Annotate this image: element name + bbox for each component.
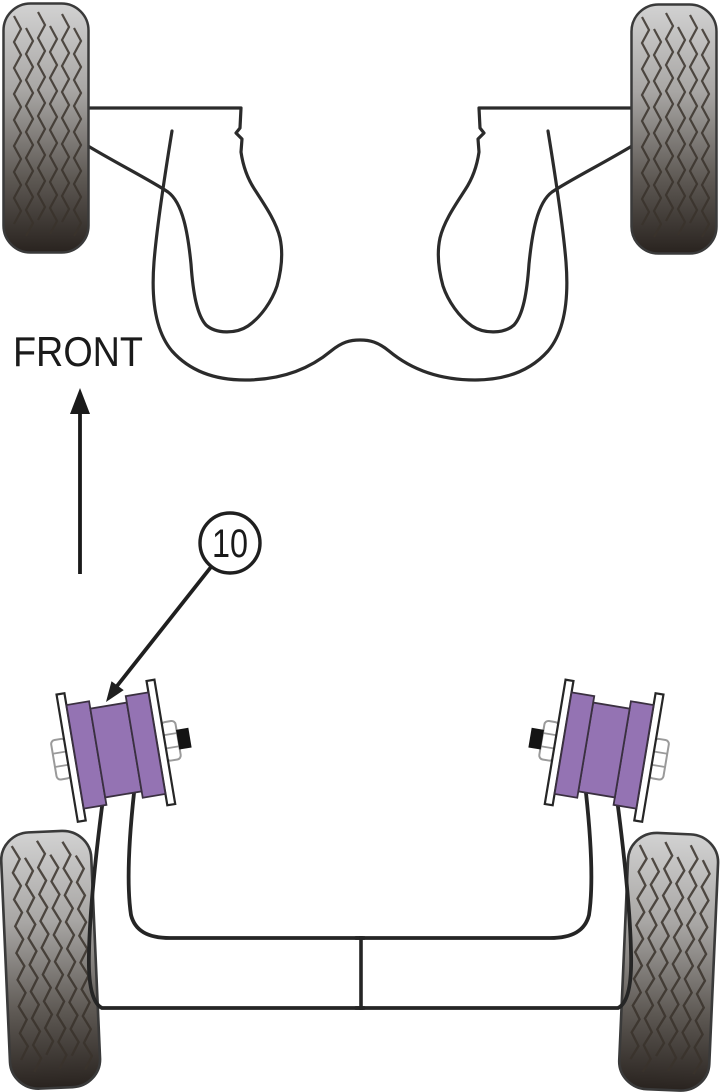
callout-circle (198, 511, 262, 575)
callout-10: 10 (106, 511, 262, 702)
axle-lower-line (86, 797, 366, 1010)
rear-axle-beam (86, 791, 634, 1010)
subframe-left-arm (84, 106, 284, 334)
rear-wheel-right (618, 832, 719, 1092)
front-label: FRONT (13, 328, 143, 375)
callout-arrow-head-icon (106, 681, 124, 702)
callout-leader-line (115, 565, 213, 688)
axle-upper-line (126, 791, 366, 940)
arrow-head (70, 388, 90, 414)
subframe-left-leg-path (84, 106, 284, 334)
front-subframe-outline (84, 106, 636, 382)
front-wheel-left (4, 4, 89, 253)
polyurethane-bush (65, 691, 167, 810)
rear-axle-left-lines (86, 791, 366, 1010)
rear-wheel-left (0, 830, 101, 1090)
front-direction-up-arrow-icon (70, 388, 90, 574)
rear-axle-right-lines (354, 791, 634, 1010)
subframe-lower-edge-path (151, 129, 569, 382)
bush-flange-right (124, 691, 167, 799)
bushing-assembly-left (50, 678, 192, 824)
front-wheel-right (632, 5, 717, 254)
subframe-right-arm (436, 106, 636, 334)
callout-number: 10 (212, 522, 248, 566)
bolt-tip (175, 727, 192, 750)
bushing-assembly-right (518, 672, 678, 826)
